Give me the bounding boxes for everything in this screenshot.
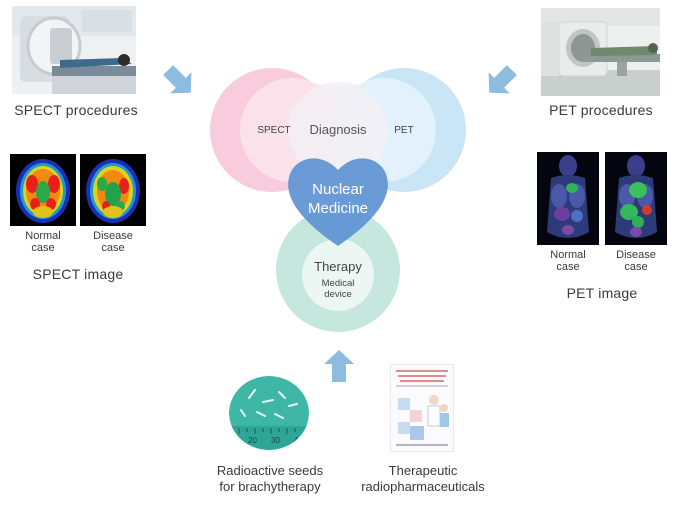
pet-normal-scan	[537, 152, 599, 245]
diagnosis-label: Diagnosis	[309, 122, 367, 137]
spect-normal-label: Normal case	[10, 230, 76, 254]
nuclear-medicine-heart	[288, 158, 388, 246]
arrow-icon-from-pet	[488, 65, 517, 94]
seeds-label: Radioactive seeds for brachytherapy	[200, 463, 340, 495]
medicine-label: Medicine	[308, 200, 368, 217]
seeds-line1: Radioactive seeds	[216, 463, 324, 478]
spect-disease-line2: case	[101, 242, 125, 254]
diagnosis-circles	[210, 68, 466, 192]
radiopharm-line2: radiopharmaceuticals	[361, 479, 485, 494]
device-label: device	[324, 289, 351, 300]
spect-normal-line2: case	[31, 242, 55, 254]
spect-image-label: SPECT image	[32, 266, 124, 282]
spect-label: SPECT	[257, 125, 290, 136]
radiopharm-line1: Therapeutic	[388, 463, 458, 478]
pet-procedures-label: PET procedures	[549, 102, 653, 118]
ruler-mark-40: 40	[294, 436, 303, 445]
therapy-inner-circle	[302, 239, 374, 311]
diagnosis-center	[288, 82, 388, 178]
pet-normal-line1: Normal	[550, 249, 586, 261]
spect-normal-line1: Normal	[25, 230, 61, 242]
pet-disease-scan	[605, 152, 667, 245]
pet-disease-line2: case	[624, 261, 648, 273]
arrow-icon-from-bottom	[324, 350, 354, 382]
pet-procedure-photo	[541, 8, 660, 96]
spect-procedures-label: SPECT procedures	[14, 102, 138, 118]
medical-label: Medical	[322, 278, 355, 289]
spect-normal-scan	[10, 154, 76, 226]
radiopharmaceuticals-label: Therapeutic radiopharmaceuticals	[346, 463, 500, 495]
seeds-line2: for brachytherapy	[219, 479, 321, 494]
spect-procedure-photo	[12, 6, 136, 94]
ruler-mark-30: 30	[271, 436, 280, 445]
therapy-circles	[276, 208, 400, 332]
pet-label: PET	[394, 125, 413, 136]
spect-disease-line1: Disease	[93, 230, 133, 242]
therapy-label: Therapy	[314, 259, 362, 274]
spect-disease-scan	[80, 154, 146, 226]
pet-disease-line1: Disease	[616, 249, 656, 261]
spect-disease-label: Disease case	[80, 230, 146, 254]
radioactive-seeds-photo: 20 30 40	[229, 376, 309, 450]
arrow-icon-from-spect	[163, 65, 192, 94]
pet-disease-label: Disease case	[605, 249, 667, 273]
pet-normal-line2: case	[556, 261, 580, 273]
radiopharmaceuticals-booklet	[390, 364, 454, 452]
pet-image-label: PET image	[566, 285, 638, 301]
pet-normal-label: Normal case	[537, 249, 599, 273]
ruler-mark-20: 20	[248, 436, 257, 445]
nuclear-label: Nuclear	[312, 181, 364, 198]
